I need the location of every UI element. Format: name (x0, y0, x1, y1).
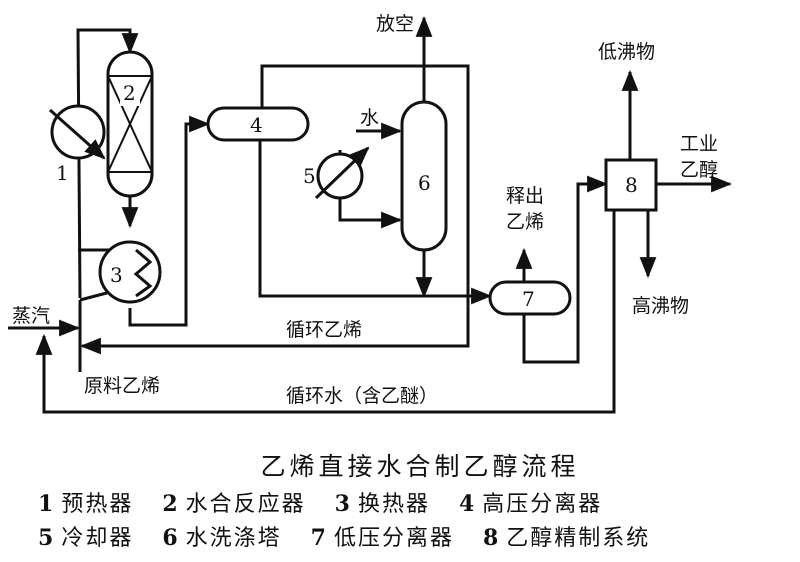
pipe-recycle-water (35, 210, 616, 414)
unit-heat-exchanger: 3 (98, 240, 162, 304)
diagram-title: 乙烯直接水合制乙醇流程 (260, 452, 580, 481)
label-vent: 放空 (376, 13, 414, 35)
pipe-separator7-to-purification (522, 175, 609, 364)
unit-cooler: 5 (303, 146, 370, 200)
unit-number-6: 6 (418, 171, 431, 195)
unit-number-4: 4 (250, 113, 263, 137)
label-steam: 蒸汽 (12, 305, 50, 327)
label-industrial-ethanol-2: 乙醇 (680, 159, 718, 181)
label-raw-ethylene: 原料乙烯 (84, 375, 160, 397)
unit-preheater: 1 (49, 104, 106, 185)
label-recycle-water: 循环水（含乙醚） (286, 385, 438, 407)
unit-number-5: 5 (303, 164, 316, 188)
unit-ethanol-purification: 8 (604, 158, 658, 212)
label-released-ethylene-2: 乙烯 (506, 211, 544, 233)
pipe-exchanger-to-separator4 (128, 115, 211, 327)
pipe-separator4-to-separator7 (258, 140, 493, 305)
unit-number-8: 8 (625, 173, 638, 197)
unit-hydration-reactor: 2 (106, 50, 154, 198)
unit-number-2: 2 (123, 81, 136, 105)
label-high-boilers: 高沸物 (632, 295, 689, 317)
label-recycle-ethylene: 循环乙烯 (286, 319, 362, 341)
unit-number-1: 1 (56, 161, 69, 185)
unit-high-pressure-separator: 4 (206, 106, 310, 142)
pipe-separator4-to-tower6 (260, 64, 424, 108)
unit-number-3: 3 (110, 263, 123, 287)
unit-water-scrubber: 6 (400, 100, 448, 252)
unit-number-7: 7 (522, 287, 535, 311)
label-water: 水 (360, 107, 379, 129)
label-industrial-ethanol-1: 工业 (680, 133, 718, 155)
label-released-ethylene-1: 释出 (506, 185, 544, 207)
pipe-recycle-ethylene (79, 64, 470, 355)
label-low-boilers: 低沸物 (598, 41, 655, 63)
unit-low-pressure-separator: 7 (488, 280, 572, 316)
